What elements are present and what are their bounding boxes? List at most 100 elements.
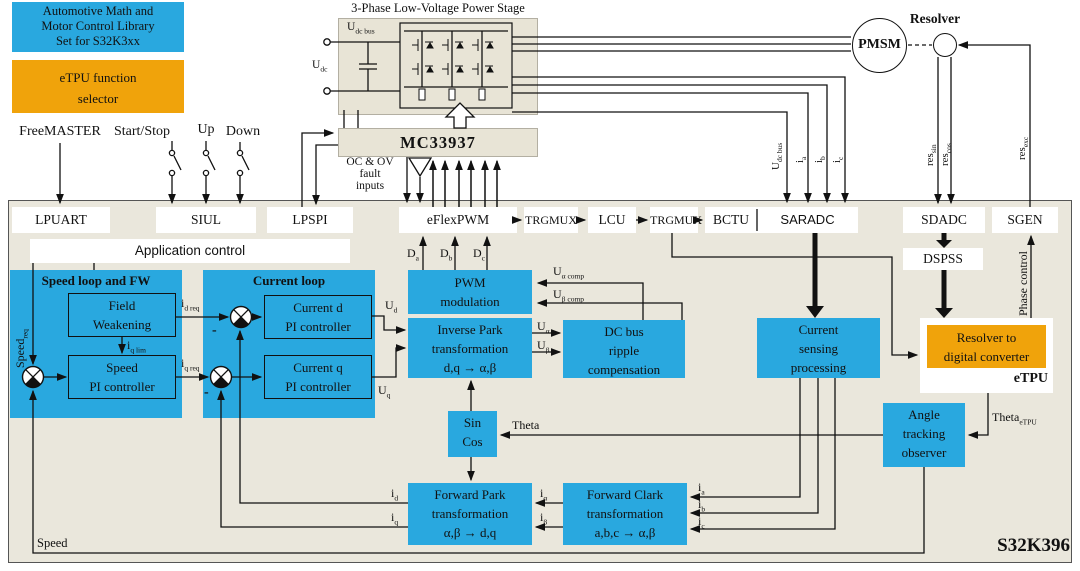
rdc-line1: Resolver to <box>956 330 1017 345</box>
sense-ia-wire <box>512 92 812 204</box>
etpu-selector-line1: eTPU function <box>59 70 137 85</box>
ipark-line1: Inverse Park <box>437 322 503 337</box>
etpu-selector-box: eTPU function selector <box>12 60 184 113</box>
label-u-dc-bus-sense: Udc bus <box>770 142 785 170</box>
fpark-line2: transformation <box>431 506 509 521</box>
current-q-pi-box: Current q PI controller <box>264 355 372 399</box>
peripheral-lpspi: LPSPI <box>267 207 353 233</box>
fclark-line2: transformation <box>586 506 664 521</box>
label-u-alpha-comp: Uα comp <box>553 264 585 281</box>
label-theta-etpu: ThetaeTPU <box>992 410 1037 427</box>
label-i-q-feedback: iq <box>391 510 399 527</box>
ripple-line2: ripple <box>608 343 640 358</box>
label-i-q-lim: iq lim <box>127 338 146 355</box>
etpu-selector-line2: selector <box>77 91 119 106</box>
start-stop-label: Start/Stop <box>113 124 170 139</box>
ripple-line3: compensation <box>587 362 661 377</box>
label-u-beta-comp: Uβ comp <box>553 287 585 304</box>
u-dc-bus-label: Udc bus <box>347 21 375 36</box>
current-loop-title: Current loop <box>252 273 326 288</box>
peripheral-sdadc: SDADC <box>903 207 985 233</box>
label-res-exc: resexc <box>1016 136 1031 160</box>
lpspi-to-driver-wire <box>301 129 335 207</box>
application-control-bar: Application control <box>30 239 350 263</box>
label-u-d: Ud <box>385 298 398 315</box>
speed-pi-line2: PI controller <box>89 379 155 394</box>
label-i-alpha: iα <box>540 486 548 503</box>
mc33937-box: MC33937 <box>338 128 538 157</box>
library-line2: Motor Control Library <box>41 19 155 33</box>
phase-wires <box>512 36 851 52</box>
label-minus-d: - <box>212 323 217 338</box>
dc-bus-ripple-block: DC bus ripple compensation <box>563 320 685 378</box>
field-weakening-box: Field Weakening <box>68 293 176 337</box>
label-i-b-sense: ib <box>813 156 828 163</box>
peripheral-trgmux2: TRGMUX <box>650 207 702 233</box>
fw-line1: Field <box>108 298 136 313</box>
fault-line2: fault <box>359 168 381 180</box>
label-speed-feedback: Speed <box>37 536 68 550</box>
cq-line2: PI controller <box>285 379 351 394</box>
rdc-block: Resolver to digital converter <box>927 325 1046 368</box>
label-phase-control: Phase control <box>1016 251 1030 316</box>
pwm-modulation-block: PWM modulation <box>408 270 532 314</box>
driver-to-lpspi-wire <box>312 144 338 206</box>
current-sensing-block: Current sensing processing <box>757 318 880 378</box>
label-i-c-clark: ic <box>698 514 705 531</box>
fault-inputs-label: OC & OV fault inputs <box>336 156 404 192</box>
speed-loop-title: Speed loop and FW <box>41 273 151 288</box>
pwm-line1: PWM <box>454 275 486 290</box>
resolver-symbol <box>933 33 957 57</box>
ato-line1: Angle <box>908 407 940 422</box>
csp-line3: processing <box>790 360 847 375</box>
freemaster-label: FreeMASTER <box>19 124 101 139</box>
cq-line1: Current q <box>293 360 343 375</box>
fw-line2: Weakening <box>92 317 152 332</box>
peripheral-lcu: LCU <box>588 207 636 233</box>
up-label: Up <box>197 122 215 137</box>
library-legend-box: Automotive Math and Motor Control Librar… <box>12 2 184 52</box>
cd-line2: PI controller <box>285 319 351 334</box>
fpark-line1: Forward Park <box>434 487 506 502</box>
peripheral-sgen: SGEN <box>992 207 1058 233</box>
label-i-a-clark: ia <box>698 480 705 497</box>
sense-udc-wire <box>512 111 791 204</box>
ipark-line3: d,q → α,β <box>443 360 497 375</box>
peripheral-dspss: DSPSS <box>903 248 983 270</box>
label-d-b: Db <box>440 246 453 263</box>
ato-line3: observer <box>901 445 947 460</box>
library-line1: Automotive Math and <box>42 4 154 18</box>
chip-name: S32K396 <box>997 535 1070 556</box>
ipark-line2: transformation <box>431 341 509 356</box>
sincos-line1: Sin <box>463 415 482 430</box>
label-res-cos: rescos <box>939 143 954 166</box>
pwm-line2: modulation <box>440 294 500 309</box>
label-minus-q: - <box>204 385 209 400</box>
peripheral-saradc: SARADC <box>780 212 835 227</box>
resolver-label: Resolver <box>909 11 961 26</box>
peripheral-trgmux1: TRGMUX <box>524 207 578 233</box>
angle-tracking-block: Angle tracking observer <box>883 403 965 467</box>
fclark-line1: Forward Clark <box>586 487 664 502</box>
res-exc-wire <box>957 41 1031 207</box>
peripheral-eflexpwm: eFlexPWM <box>399 207 517 233</box>
sincos-block: Sin Cos <box>448 411 497 457</box>
switch-icon-start-stop <box>168 141 182 205</box>
label-i-beta: iβ <box>540 510 548 527</box>
library-line3: Set for S32K3xx <box>55 34 141 48</box>
ato-line2: tracking <box>902 426 946 441</box>
label-speed-req: Speedreq <box>13 329 30 368</box>
fault-triangle-icon <box>407 157 433 178</box>
ripple-line1: DC bus <box>604 324 644 339</box>
label-i-b-clark: ib <box>698 497 706 514</box>
label-u-beta: Uβ <box>537 338 550 355</box>
fault-line1: OC & OV <box>346 156 394 168</box>
sincos-line2: Cos <box>462 434 483 449</box>
etpu-label: eTPU <box>1013 371 1048 386</box>
forward-park-block: Forward Park transformation α,β → d,q <box>408 483 532 545</box>
label-res-sin: ressin <box>924 144 939 166</box>
peripheral-lpuart: LPUART <box>12 207 110 233</box>
switch-icon-down <box>236 142 250 205</box>
u-dc-label: Udc <box>312 59 328 74</box>
